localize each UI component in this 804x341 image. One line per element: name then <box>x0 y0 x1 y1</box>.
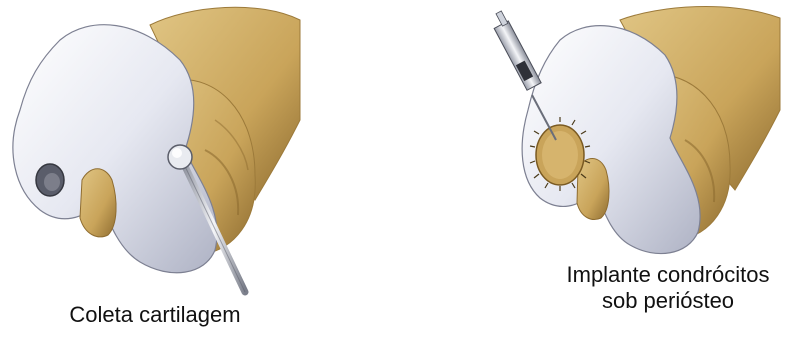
implant-caption-line-2: sob periósteo <box>532 288 804 314</box>
implant-caption: Implante condrócitos sob periósteo <box>532 262 804 314</box>
chondrocyte-implant-illustration <box>480 0 804 265</box>
harvest-caption: Coleta cartilagem <box>10 302 300 328</box>
intercondylar-notch <box>80 169 116 237</box>
implant-caption-line-1: Implante condrócitos <box>532 262 804 288</box>
cartilage-harvest-illustration <box>0 0 320 300</box>
